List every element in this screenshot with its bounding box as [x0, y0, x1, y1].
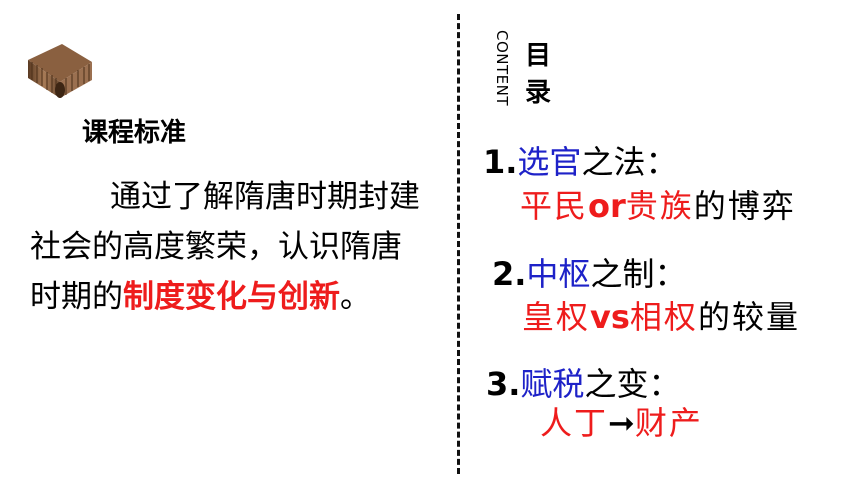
toc-title: 目录 [524, 41, 551, 108]
subtitle-end: 的较量 [697, 298, 800, 336]
subtitle-term-a: 平民 [520, 187, 589, 225]
toc-item-2: 2.中枢之制： [492, 255, 686, 293]
toc-subtitle-1: 平民or贵族的博弈 [520, 186, 796, 226]
course-standard-paragraph: 通过了解隋唐时期封建社会的高度繁荣，认识隋唐时期的制度变化与创新。 [30, 172, 425, 322]
bamboo-scroll-icon [22, 40, 97, 100]
paragraph-period: 。 [340, 279, 371, 315]
toc-item-topic: 中枢 [526, 255, 591, 293]
toc-item-number: 1. [483, 143, 518, 181]
subtitle-connector: or [588, 187, 626, 225]
subtitle-term-b: 贵族 [625, 187, 694, 225]
subtitle-term-a: 皇权 [522, 298, 591, 336]
arrow-icon: ➞ [608, 404, 635, 442]
toc-item-number: 3. [486, 365, 521, 403]
dashed-divider [457, 14, 460, 474]
subtitle-term-b: 相权 [629, 298, 698, 336]
toc-item-topic: 选官 [517, 143, 582, 181]
toc-subtitle-3: 人丁➞财产 [540, 403, 703, 443]
toc-item-suffix: 之变： [584, 365, 681, 403]
toc-item-number: 2. [492, 255, 527, 293]
toc-item-3: 3.赋税之变： [486, 365, 680, 403]
paragraph-highlight: 制度变化与创新 [123, 279, 340, 315]
toc-item-suffix: 之制： [590, 255, 687, 293]
toc-subtitle-2: 皇权vs相权的较量 [522, 297, 800, 337]
toc-item-suffix: 之法： [581, 143, 678, 181]
subtitle-connector: vs [590, 298, 630, 336]
content-label: CONTENT [493, 30, 511, 107]
subtitle-term-a: 人丁 [540, 404, 609, 442]
course-standard-title: 课程标准 [82, 118, 187, 148]
paragraph-text: 通过了解隋唐时期封建社会的高度繁荣，认识隋唐时期的 [30, 179, 420, 315]
subtitle-end: 的博弈 [693, 187, 796, 225]
toc-item-1: 1.选官之法： [483, 143, 677, 181]
toc-item-topic: 赋税 [520, 365, 585, 403]
subtitle-term-b: 财产 [634, 404, 703, 442]
